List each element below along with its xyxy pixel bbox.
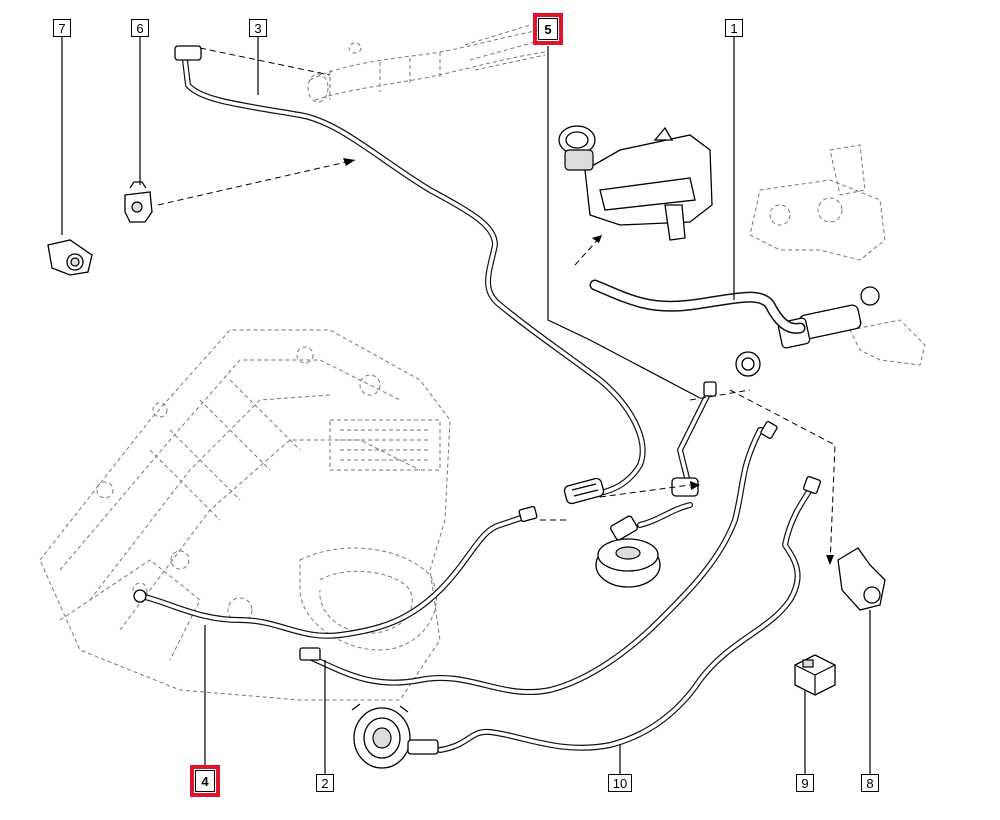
fluid-reservoir [558, 125, 713, 241]
callout-1: 1 [725, 19, 743, 37]
speedometer-cable [437, 475, 822, 753]
arrowheads [343, 158, 834, 565]
callout-3: 3 [249, 19, 267, 37]
bracket-clip [47, 239, 93, 276]
hydraulic-pipe-main [174, 45, 646, 498]
hydraulic-pipe-gearbox [133, 505, 538, 639]
retaining-clip [837, 547, 886, 611]
hydraulic-pipe-lower [299, 421, 778, 696]
callout-5: 5 [533, 13, 563, 45]
gearbox-housing [39, 329, 451, 701]
pipe-clip [124, 181, 153, 223]
supply-hose [589, 279, 806, 334]
clutch-cable-assembly [307, 24, 546, 103]
pipe-coupling [563, 477, 605, 505]
callout-6: 6 [131, 19, 149, 37]
callout-10: 10 [608, 774, 632, 792]
callout-7: 7 [53, 19, 71, 37]
callout-8: 8 [861, 774, 879, 792]
leader-lines [61, 37, 871, 775]
callout-2: 2 [316, 774, 334, 792]
callout-4: 4 [190, 765, 220, 797]
damper-block [794, 654, 836, 696]
callout-9: 9 [796, 774, 814, 792]
master-cylinder [735, 286, 880, 377]
master-cylinder-pedal-assembly [749, 144, 926, 366]
speedo-drive-gear [351, 703, 439, 769]
